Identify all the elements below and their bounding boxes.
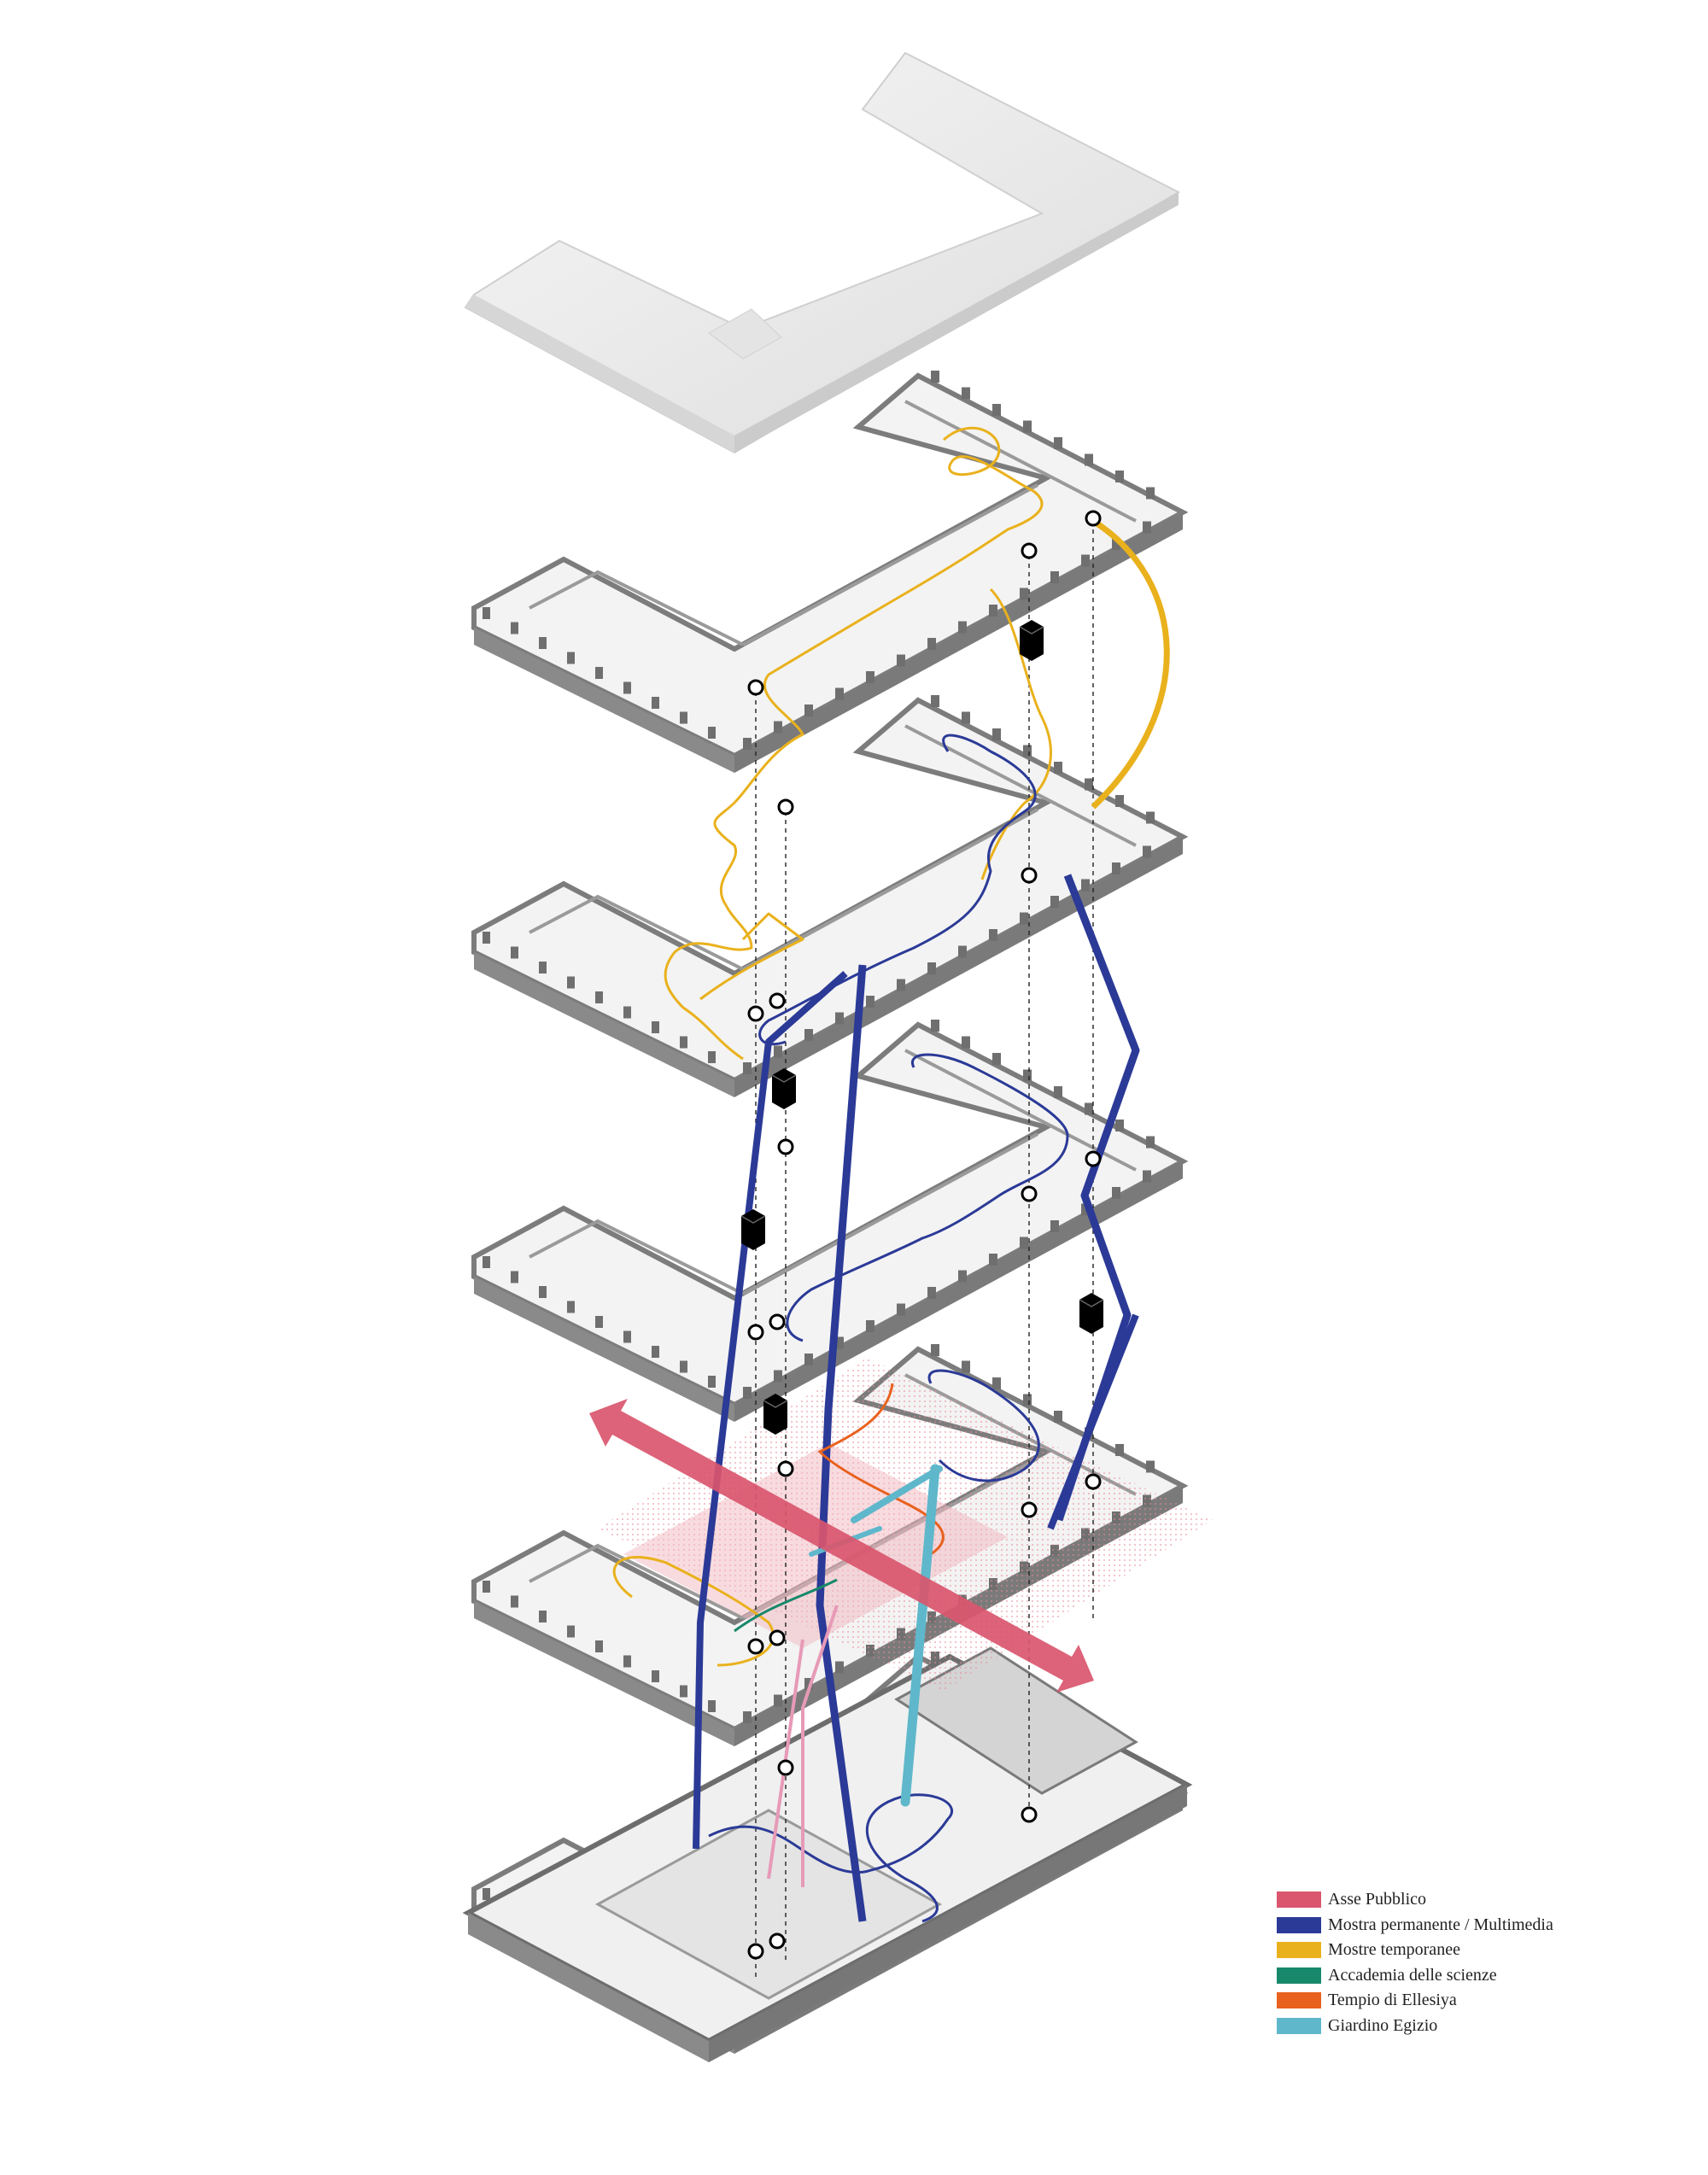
elevator-icon: [740, 1209, 766, 1250]
asse-pubblico-arrow: [589, 1399, 1094, 1693]
legend-label: Giardino Egizio: [1328, 2015, 1438, 2035]
route-tempio-di-ellesiya: [817, 1383, 945, 1556]
circulation-node-icon: [769, 1629, 786, 1646]
ground-floor-plate: [462, 1646, 1193, 2062]
legend-swatch: [1277, 2017, 1321, 2034]
floor-plate-1: [471, 371, 1189, 773]
legend-swatch: [1277, 1967, 1321, 1984]
circulation-nodes: [747, 510, 1102, 1960]
legend-label: Mostre temporanee: [1328, 1940, 1460, 1960]
legend-item: Giardino Egizio: [1277, 2014, 1635, 2039]
route-mostra-permanente: [693, 734, 1140, 1923]
circulation-node-icon: [1021, 1501, 1038, 1518]
elevator-icon: [1079, 1293, 1104, 1334]
legend-label: Tempio di Ellesiya: [1328, 1991, 1457, 2010]
circulation-node-icon: [777, 1138, 794, 1155]
circulation-node-icon: [1021, 1185, 1038, 1202]
legend-item: Tempio di Ellesiya: [1277, 1988, 1635, 2014]
legend-item: Accademia delle scienze: [1277, 1963, 1635, 1989]
public-axis-zone: [598, 1358, 1213, 1691]
roof-volume: [464, 51, 1181, 454]
circulation-node-icon: [1085, 1150, 1102, 1167]
route-accademia-delle-scienze: [734, 1578, 838, 1633]
circulation-node-icon: [747, 1638, 764, 1655]
legend-swatch: [1277, 1942, 1321, 1959]
circulation-node-icon: [747, 1324, 764, 1341]
elevator-icon: [763, 1394, 788, 1435]
circulation-node-icon: [769, 1313, 786, 1330]
circulation-node-icon: [1021, 542, 1038, 559]
floor-plate-2: [471, 695, 1189, 1097]
circulation-node-icon: [747, 679, 764, 696]
legend-label: Accademia delle scienze: [1328, 1965, 1497, 1985]
legend-item: Mostre temporanee: [1277, 1938, 1635, 1963]
elevators: [740, 620, 1104, 1435]
floor-plate-3: [471, 1020, 1189, 1422]
legend-item: Asse Pubblico: [1277, 1887, 1635, 1913]
legend-label: Mostra permanente / Multimedia: [1328, 1915, 1553, 1934]
circulation-node-icon: [1085, 1473, 1102, 1490]
circulation-node-icon: [777, 1759, 794, 1776]
circulation-node-icon: [747, 1005, 764, 1022]
circulation-node-icon: [777, 1460, 794, 1477]
circulation-node-icon: [1021, 1806, 1038, 1823]
legend-item: Mostra permanente / Multimedia: [1277, 1913, 1635, 1938]
circulation-node-icon: [769, 1932, 786, 1950]
circulation-node-icon: [1021, 867, 1038, 884]
legend-label: Asse Pubblico: [1328, 1890, 1426, 1909]
circulation-node-icon: [777, 798, 794, 816]
elevator-icon: [771, 1068, 797, 1109]
route-pink-vertical: [767, 1605, 839, 1887]
route-mostre-temporanee: [612, 426, 1170, 1667]
legend-swatch: [1277, 1916, 1321, 1933]
circulation-node-icon: [747, 1943, 764, 1960]
elevator-icon: [1019, 620, 1044, 661]
legend-swatch: [1277, 1891, 1321, 1909]
legend-swatch: [1277, 1992, 1321, 2009]
circulation-node-icon: [769, 992, 786, 1009]
circulation-node-icon: [1085, 510, 1102, 527]
